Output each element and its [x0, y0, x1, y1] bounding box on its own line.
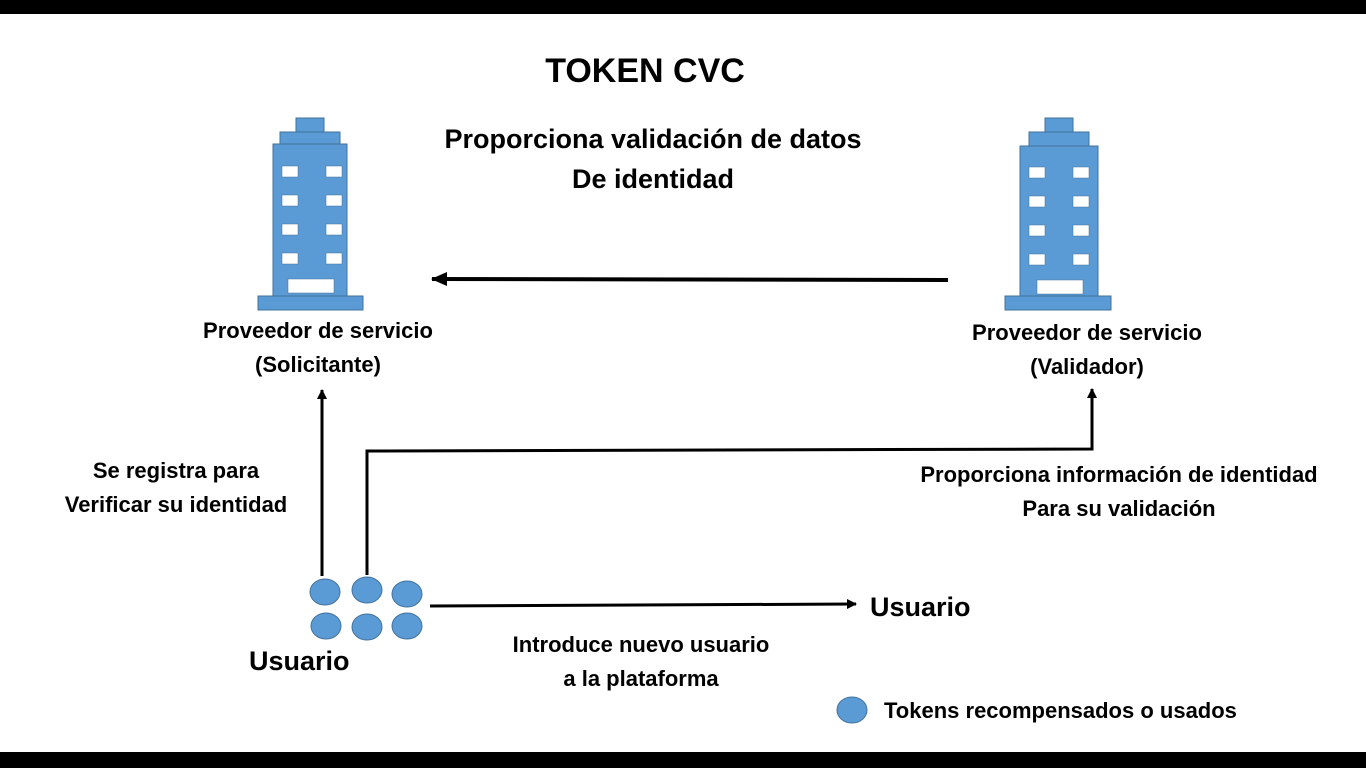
legend-token-icon: [836, 696, 868, 724]
validator-label-line2: (Validador): [1030, 354, 1144, 379]
introduce-label: Introduce nuevo usuario a la plataforma: [486, 628, 796, 696]
introduce-label-line1: Introduce nuevo usuario: [512, 632, 770, 657]
token-icon: [351, 576, 383, 604]
validation-label-line1: Proporciona validación de datos: [444, 124, 862, 154]
user-right-label: Usuario: [870, 592, 971, 622]
register-label-line1: Se registra para: [92, 458, 260, 483]
validation-label-line2: De identidad: [571, 164, 734, 194]
token-icon: [351, 613, 383, 641]
token-icon: [391, 580, 423, 608]
building-icon: [1004, 117, 1112, 311]
identity-info-label-line1: Proporciona información de identidad: [920, 462, 1318, 487]
flow-diagram: [257, 117, 1112, 724]
identity-info-arrow: [365, 388, 1097, 575]
identity-info-label-line2: Para su validación: [1022, 496, 1216, 521]
requester-label-line1: Proveedor de servicio: [203, 318, 433, 343]
token-group: [309, 576, 423, 641]
requester-label-line2: (Solicitante): [255, 352, 381, 377]
validation-label: Proporciona validación de datos De ident…: [418, 119, 888, 199]
token-icon: [310, 612, 342, 640]
register-label: Se registra para Verificar su identidad: [26, 454, 326, 522]
token-icon: [309, 578, 341, 606]
introduce-arrow: [429, 599, 857, 610]
token-icon: [391, 612, 423, 640]
validator-label-line1: Proveedor de servicio: [972, 320, 1202, 345]
slide-canvas: TOKEN CVC Proporciona validación de dato…: [0, 14, 1366, 752]
validator-label: Proveedor de servicio (Validador): [937, 316, 1237, 384]
legend-label: Tokens recompensados o usados: [884, 698, 1237, 723]
introduce-label-line2: a la plataforma: [563, 666, 719, 691]
user-left-label: Usuario: [249, 646, 350, 676]
validation-arrow: [431, 272, 949, 287]
identity-info-label: Proporciona información de identidad Par…: [880, 458, 1358, 526]
requester-label: Proveedor de servicio (Solicitante): [168, 314, 468, 382]
diagram-title: TOKEN CVC: [545, 52, 745, 90]
register-label-line2: Verificar su identidad: [64, 492, 288, 517]
building-icon: [257, 117, 364, 311]
